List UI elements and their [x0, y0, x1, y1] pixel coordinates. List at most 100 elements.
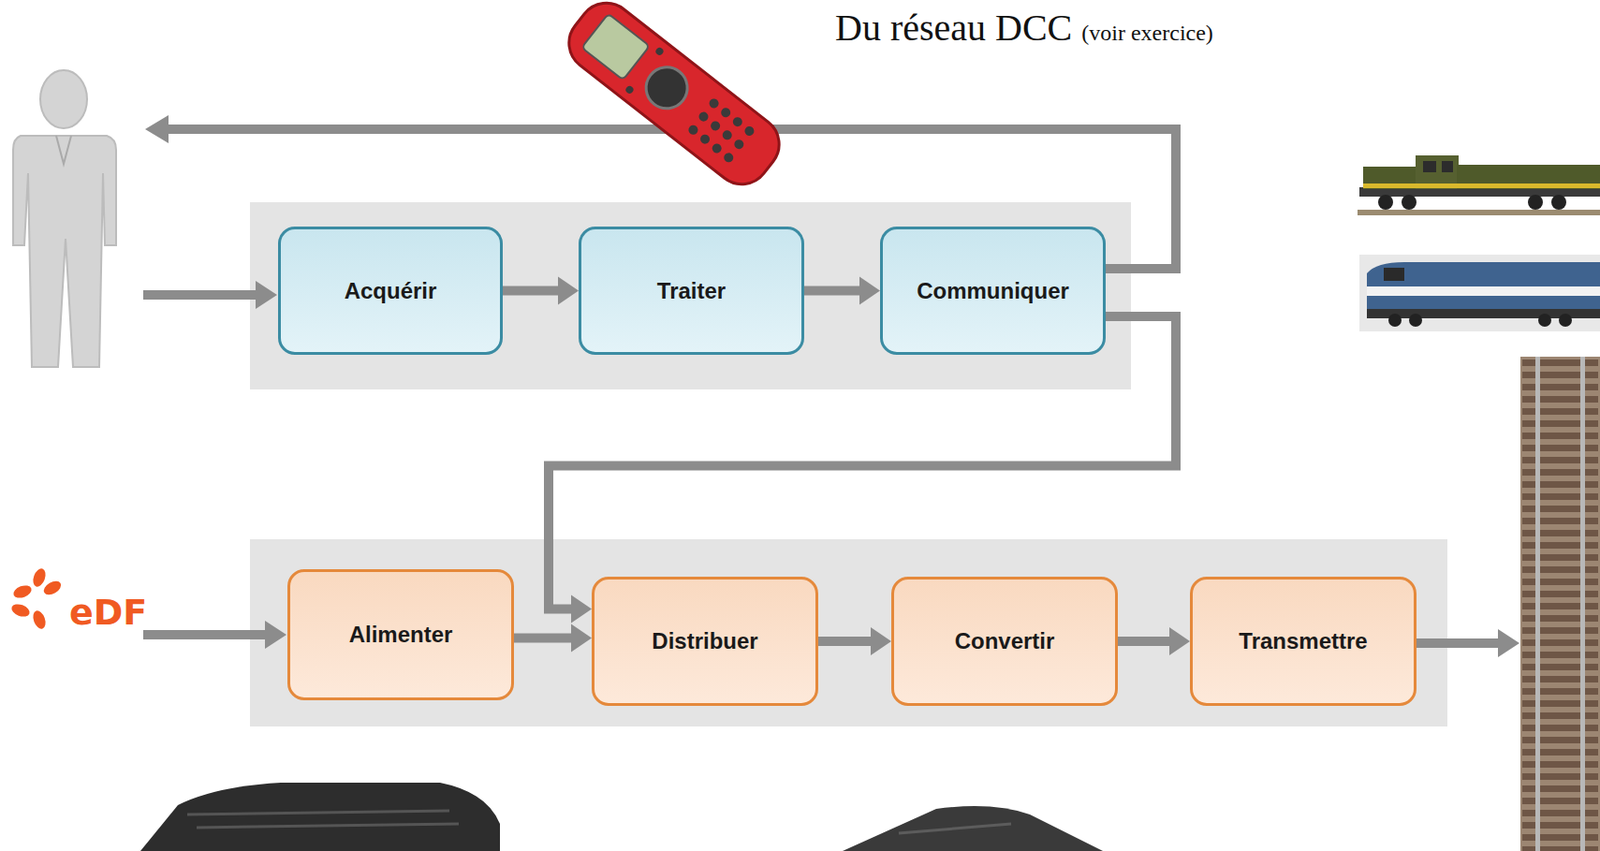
edf-arrow-part — [143, 630, 266, 640]
rail-track-part-part — [1522, 688, 1599, 695]
locomotive-blue-part — [1388, 313, 1572, 327]
dcc-remote-part — [557, 0, 792, 196]
locomotive-green-part-part — [1378, 194, 1394, 210]
dcc-remote-part-part — [710, 141, 724, 155]
rail-track-part-part — [1522, 542, 1599, 549]
rail-track-part-part — [1522, 420, 1599, 427]
arrow-line — [513, 633, 572, 644]
rail-track-part-part — [1522, 675, 1599, 683]
command-station — [140, 782, 500, 851]
diagram-title: Du réseau DCC — [835, 5, 1072, 50]
rail-track-part-part — [1522, 809, 1599, 817]
rail-track-part-part — [1522, 663, 1599, 671]
locomotive-green-part-part — [1551, 194, 1567, 210]
dcc-remote-part-part — [719, 105, 733, 119]
dcc-remote-part-part — [708, 118, 722, 133]
rail-track-part-part — [1522, 590, 1599, 598]
box-label: Traiter — [657, 278, 726, 305]
dcc-remote-part-part — [720, 128, 734, 142]
locomotive-blue-part-part — [1558, 313, 1572, 327]
rail-track-part-part — [1522, 797, 1599, 805]
locomotive-blue-part-part — [1409, 313, 1423, 327]
dcc-remote-part — [581, 14, 649, 81]
edf-logo-text: eDF — [69, 591, 147, 633]
rail-track-part-part — [1522, 383, 1599, 391]
rail-track-part-part — [1522, 566, 1599, 573]
box-label: Communiquer — [916, 278, 1070, 305]
rail-track-part-part — [1522, 602, 1599, 610]
process-box: Alimenter — [287, 569, 514, 701]
arrow-line — [1117, 636, 1170, 646]
locomotive-blue-part-part — [1388, 313, 1402, 327]
booster-device — [842, 806, 1103, 851]
dcc-remote — [557, 0, 792, 196]
rail-track-part-part — [1522, 712, 1599, 720]
locomotive-green-part — [1363, 183, 1600, 189]
box-label: Distribuer — [651, 628, 758, 655]
dcc-remote-part-part — [742, 124, 756, 138]
rail-track-part — [1580, 356, 1586, 851]
rail-track-part-part — [1522, 371, 1599, 379]
user-silhouette — [13, 70, 117, 367]
rail-track — [1520, 356, 1600, 851]
rail-track-part-part — [1522, 469, 1599, 476]
command-station-part — [140, 782, 500, 851]
arrow-head — [571, 595, 592, 624]
dcc-remote-part-part — [721, 150, 735, 164]
rail-track-part-part — [1522, 529, 1599, 537]
dcc-remote-part-part — [624, 84, 635, 95]
user-silhouette-part — [13, 135, 117, 367]
box-label: Transmettre — [1238, 628, 1367, 655]
user-arrow-part — [255, 280, 278, 309]
rail-track-part-part — [1522, 834, 1599, 841]
locomotive-green — [1357, 155, 1600, 216]
flow-arrow — [1117, 627, 1190, 656]
rail-track-part — [1535, 356, 1541, 851]
locomotive-green-part — [1378, 194, 1567, 210]
process-box: Distribuer — [591, 576, 819, 706]
edf-logo — [10, 567, 64, 632]
locomotive-green-part — [1441, 161, 1454, 173]
command-station-part — [196, 823, 459, 828]
edf-arrow-part — [264, 620, 287, 649]
track-arrow — [1416, 629, 1520, 658]
command-station-part — [187, 810, 450, 815]
rail-track-part-part — [1522, 444, 1599, 452]
arrow-line — [502, 286, 558, 296]
rail-track-part-part — [1522, 408, 1599, 415]
user-arrow-part — [143, 290, 257, 300]
rail-track-part-part — [1522, 578, 1599, 586]
box-label: Convertir — [954, 628, 1056, 655]
rail-track-part-part — [1522, 432, 1599, 440]
rail-track-part-part — [1522, 748, 1599, 756]
dcc-remote-part — [624, 45, 761, 170]
flow-arrow — [804, 277, 881, 306]
title-note: (voir exercice) — [1081, 20, 1214, 46]
arrow-head — [859, 277, 881, 306]
dcc-remote-part-part — [654, 45, 665, 57]
rail-track-part-part — [1522, 773, 1599, 780]
flow-arrow — [513, 624, 592, 653]
process-box: Communiquer — [880, 226, 1106, 355]
rail-track-part — [1522, 359, 1599, 851]
arrow-line — [548, 316, 1176, 610]
rail-track-part-part — [1522, 627, 1599, 634]
locomotive-blue — [1359, 254, 1600, 332]
flow-arrow — [818, 627, 892, 656]
edf-arrow — [143, 620, 287, 649]
rail-track-part-part — [1522, 481, 1599, 488]
box-label: Alimenter — [349, 621, 454, 648]
locomotive-blue-part — [1366, 286, 1600, 296]
flow-arrow — [502, 277, 579, 306]
process-box: Traiter — [578, 226, 805, 355]
edf-logo-part — [30, 567, 48, 589]
user-arrow — [143, 280, 278, 309]
locomotive-blue-part — [1359, 254, 1600, 332]
rail-track-part-part — [1522, 493, 1599, 500]
edf-logo-part — [12, 583, 34, 601]
dcc-remote-part-part — [731, 115, 745, 129]
arrow-head — [557, 277, 579, 306]
rail-track-part-part — [1522, 651, 1599, 659]
arrow-head — [870, 627, 892, 656]
